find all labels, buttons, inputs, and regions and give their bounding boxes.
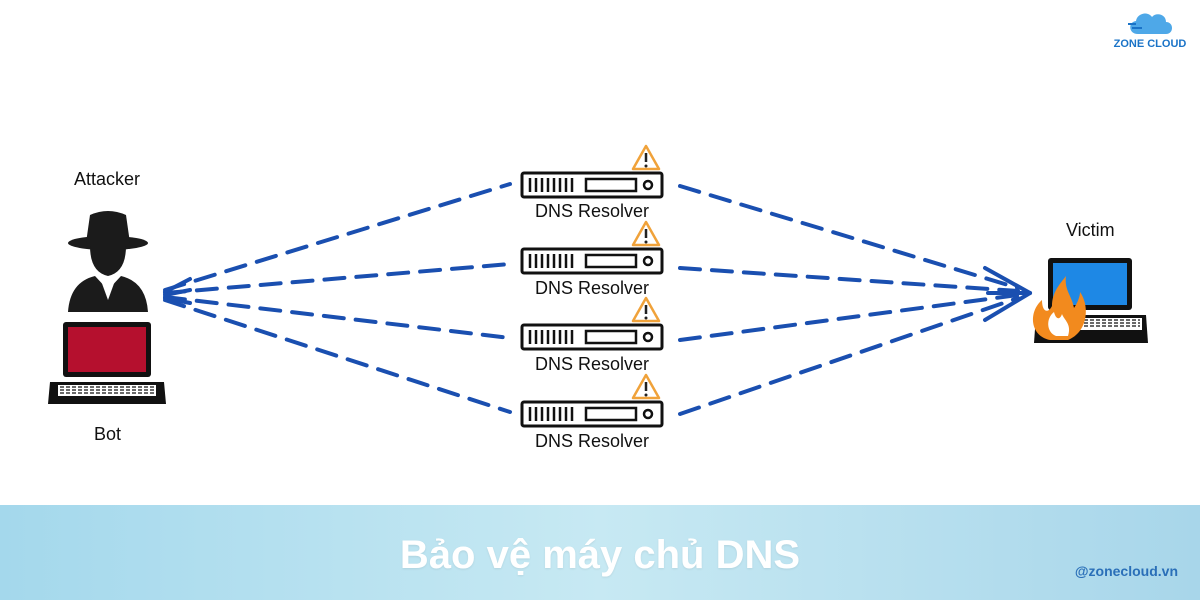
resolver-2-to-victim-line [678,266,1020,293]
cloud-logo-icon [1128,13,1172,34]
bot-label: Bot [94,424,122,444]
resolver-label-4: DNS Resolver [534,431,650,451]
zonecloud-logo: ZONE CLOUD [1110,8,1190,58]
victim-label: Victim [1066,220,1115,240]
diagram-canvas [48,144,1148,428]
warning-icon [631,144,661,171]
resolver-4-to-victim-line [678,296,1020,416]
resolver-label-1: DNS Resolver [534,201,650,221]
server-icon [520,400,664,428]
server-icon [520,247,664,275]
warning-icon [631,220,661,247]
attacker-to-resolver-1-line [163,182,512,292]
logo-text: ZONE CLOUD [1113,38,1187,50]
hacker-icon [68,211,148,312]
laptop-fire-icon [1032,258,1148,343]
social-handle: @zonecloud.vn [1074,563,1178,579]
victim-arrowhead [983,266,1032,322]
resolver-3-to-victim-line [678,293,1020,342]
resolver-label-2: DNS Resolver [534,278,650,298]
resolver-1-to-victim-line [678,184,1020,290]
server-icon [520,171,664,199]
title-banner: Bảo vệ máy chủ DNS @zonecloud.vn [0,505,1200,600]
banner-title: Bảo vệ máy chủ DNS [399,533,801,577]
warning-icon [631,296,661,323]
attacker-to-resolver-3-line [163,295,512,340]
attacker-to-resolver-4-line [163,298,512,414]
attacker-to-resolver-2-line [163,262,512,295]
connection-lines [163,182,1020,416]
attacker-label: Attacker [74,169,141,189]
server-icon [520,323,664,351]
resolver-label-3: DNS Resolver [534,354,650,374]
laptop-icon [48,322,166,404]
warning-icon [631,373,661,400]
fire-icon [1032,276,1086,340]
attacker-arrowhead [163,277,192,305]
